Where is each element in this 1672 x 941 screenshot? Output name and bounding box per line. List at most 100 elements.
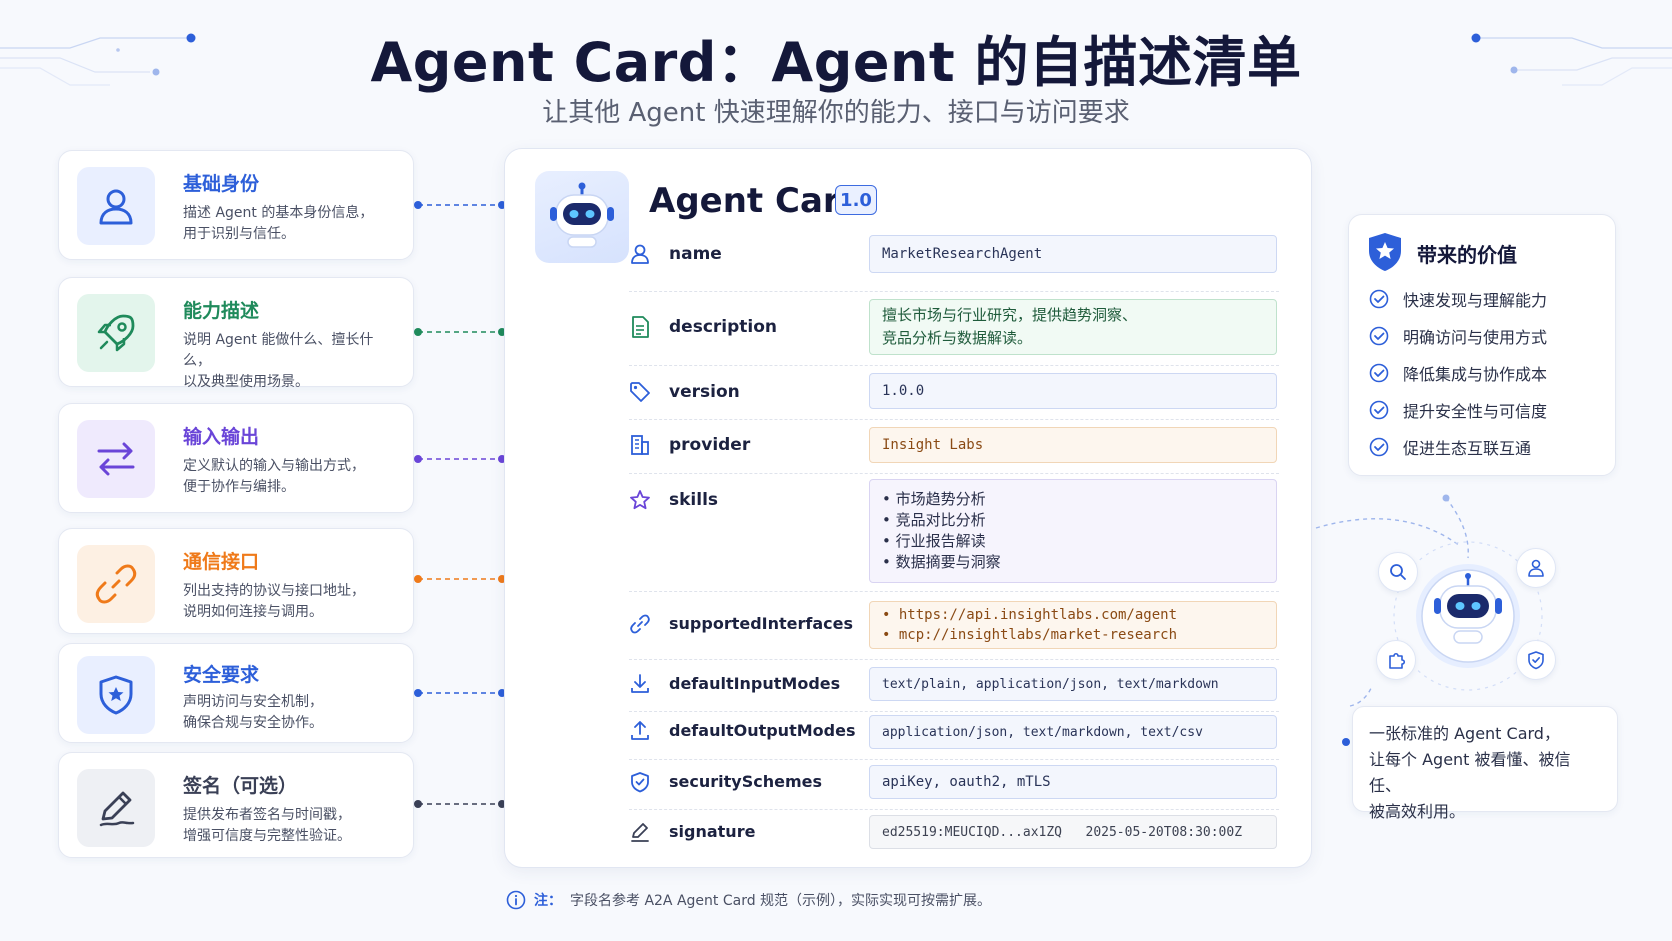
field-label: signature <box>669 822 756 841</box>
value-text: ed25519:MEUCIQD...ax1ZQ 2025-05-20T08:30… <box>882 824 1243 840</box>
orbit-analytics <box>1516 548 1556 588</box>
icon-tile <box>77 656 155 734</box>
summary-quote: 一张标准的 Agent Card， 让每个 Agent 被看懂、被信任、 被高效… <box>1352 706 1618 821</box>
icon-tile <box>77 545 155 623</box>
field-label: defaultOutputModes <box>669 721 856 740</box>
signature-value: ed25519:MEUCIQD...ax1ZQ 2025-05-20T08:30… <box>869 815 1277 849</box>
value-item-label: 快速发现与理解能力 <box>1403 291 1548 310</box>
card-description: 描述 Agent 的基本身份信息， 用于识别与信任。 <box>183 203 399 245</box>
value-text: 竞品分析与数据解读。 <box>882 329 1033 347</box>
desc-line: 声明访问与安全机制， <box>183 694 323 710</box>
card-title: 基础身份 <box>183 173 260 195</box>
skill-item: • 竞品对比分析 <box>882 511 986 529</box>
footnote-prefix: 注： <box>534 893 562 909</box>
field-security-schemes: securitySchemes apiKey, oauth2, mTLS <box>629 763 1279 801</box>
card-description: 说明 Agent 能做什么、擅长什么， 以及典型使用场景。 <box>183 330 399 393</box>
page-subtitle: 让其他 Agent 快速理解你的能力、接口与访问要求 <box>542 98 1130 128</box>
divider <box>629 809 1279 810</box>
upload-icon <box>631 721 649 740</box>
value-text: Insight Labs <box>882 437 984 453</box>
skill-item: • 数据摘要与洞察 <box>882 553 1001 571</box>
card-description: 定义默认的输入与输出方式， 便于协作与编排。 <box>183 456 399 498</box>
rocket-icon <box>97 314 135 352</box>
desc-line: 确保合规与安全协作。 <box>183 715 323 731</box>
value-text: MarketResearchAgent <box>882 246 1043 262</box>
robot-icon <box>550 182 614 248</box>
icon-tile <box>77 294 155 372</box>
orbit-security <box>1516 640 1556 680</box>
shield-check-icon <box>631 772 649 793</box>
value-item: 提升安全性与可信度 <box>1369 398 1547 422</box>
card-title: 签名（可选） <box>183 775 298 797</box>
quote-line: 让每个 Agent 被看懂、被信任、 <box>1369 750 1571 795</box>
field-skills: skills • 市场趋势分析 • 竞品对比分析 • 行业报告解读 • 数据摘要… <box>629 479 1279 583</box>
name-value: MarketResearchAgent <box>869 235 1277 273</box>
desc-line: 增强可信度与完整性验证。 <box>183 828 351 844</box>
divider <box>629 365 1279 366</box>
value-text: text/plain, application/json, text/markd… <box>882 676 1219 692</box>
building-icon <box>631 435 649 455</box>
value-text: 1.0.0 <box>882 383 925 399</box>
check-circle-icon <box>1369 400 1389 420</box>
desc-line: 提供发布者签名与时间戳， <box>183 807 351 823</box>
version-value: 1.0.0 <box>869 373 1277 409</box>
card-description: 提供发布者签名与时间戳， 增强可信度与完整性验证。 <box>183 805 399 847</box>
field-name: name MarketResearchAgent <box>629 231 1279 275</box>
page-title: Agent Card：Agent 的自描述清单 <box>370 31 1302 94</box>
icon-tile <box>77 167 155 245</box>
document-icon <box>632 316 649 338</box>
value-panel-title: 带来的价值 <box>1417 243 1517 267</box>
check-circle-icon <box>1369 363 1389 383</box>
field-description: description 擅长市场与行业研究，提供趋势洞察、 竞品分析与数据解读。 <box>629 297 1279 357</box>
skill-item: • 行业报告解读 <box>882 532 986 550</box>
quote-line: 一张标准的 Agent Card， <box>1369 724 1560 743</box>
output-modes-value: application/json, text/markdown, text/cs… <box>869 715 1277 749</box>
swap-arrows-icon <box>97 442 135 476</box>
field-label: description <box>669 317 778 337</box>
field-label: name <box>669 244 722 264</box>
connectors-left <box>414 201 506 808</box>
card-title: 通信接口 <box>183 551 260 573</box>
field-default-output-modes: defaultOutputModes application/json, tex… <box>629 713 1279 751</box>
quote-line: 被高效利用。 <box>1369 802 1466 821</box>
value-text: 擅长市场与行业研究，提供趋势洞察、 <box>882 306 1138 324</box>
orbit-integration <box>1376 640 1416 680</box>
value-item: 降低集成与协作成本 <box>1369 361 1547 385</box>
value-text: apiKey, oauth2, mTLS <box>882 774 1051 790</box>
desc-line: 描述 Agent 的基本身份信息， <box>183 205 374 221</box>
agent-card-title: Agent Card <box>649 181 865 221</box>
pen-icon <box>99 791 135 827</box>
value-panel: 带来的价值 快速发现与理解能力 明确访问与使用方式 降低集成与协作成本 提升安全… <box>1348 214 1616 476</box>
agent-card-panel: Agent Card 1.0 name MarketResearchAgent … <box>504 148 1312 868</box>
search-icon <box>1390 564 1406 580</box>
skill-item: • 市场趋势分析 <box>882 490 986 508</box>
field-label: skills <box>669 490 719 510</box>
decor-lines-left <box>0 33 196 86</box>
desc-line: 说明 Agent 能做什么、擅长什么， <box>183 332 374 369</box>
footnote: 注： 字段名参考 A2A Agent Card 规范（示例），实际实现可按需扩展… <box>506 890 991 910</box>
field-provider: provider Insight Labs <box>629 425 1279 465</box>
card-description: 声明访问与安全机制， 确保合规与安全协作。 <box>183 692 399 734</box>
card-description: 列出支持的协议与接口地址， 说明如何连接与调用。 <box>183 581 399 623</box>
icon-tile <box>77 769 155 847</box>
field-label: securitySchemes <box>669 772 822 791</box>
star-icon <box>630 490 650 510</box>
value-item-label: 促进生态互联互通 <box>1403 439 1532 458</box>
input-modes-value: text/plain, application/json, text/markd… <box>869 667 1277 701</box>
card-title: 安全要求 <box>183 664 260 686</box>
divider <box>629 659 1279 660</box>
card-security: 安全要求 声明访问与安全机制， 确保合规与安全协作。 <box>58 643 414 743</box>
desc-line: 说明如何连接与调用。 <box>183 604 323 620</box>
field-label: version <box>669 382 740 402</box>
desc-line: 用于识别与信任。 <box>183 226 295 242</box>
field-supported-interfaces: supportedInterfaces • https://api.insigh… <box>629 599 1279 649</box>
value-item: 快速发现与理解能力 <box>1369 287 1547 311</box>
info-icon <box>506 890 526 910</box>
puzzle-icon <box>1389 652 1406 669</box>
link-icon <box>95 564 137 604</box>
value-item-label: 降低集成与协作成本 <box>1403 365 1548 384</box>
desc-line: 以及典型使用场景。 <box>183 374 309 390</box>
card-title: 输入输出 <box>183 426 260 448</box>
tag-icon <box>630 382 650 402</box>
card-basic-identity: 基础身份 描述 Agent 的基本身份信息， 用于识别与信任。 <box>58 150 414 260</box>
